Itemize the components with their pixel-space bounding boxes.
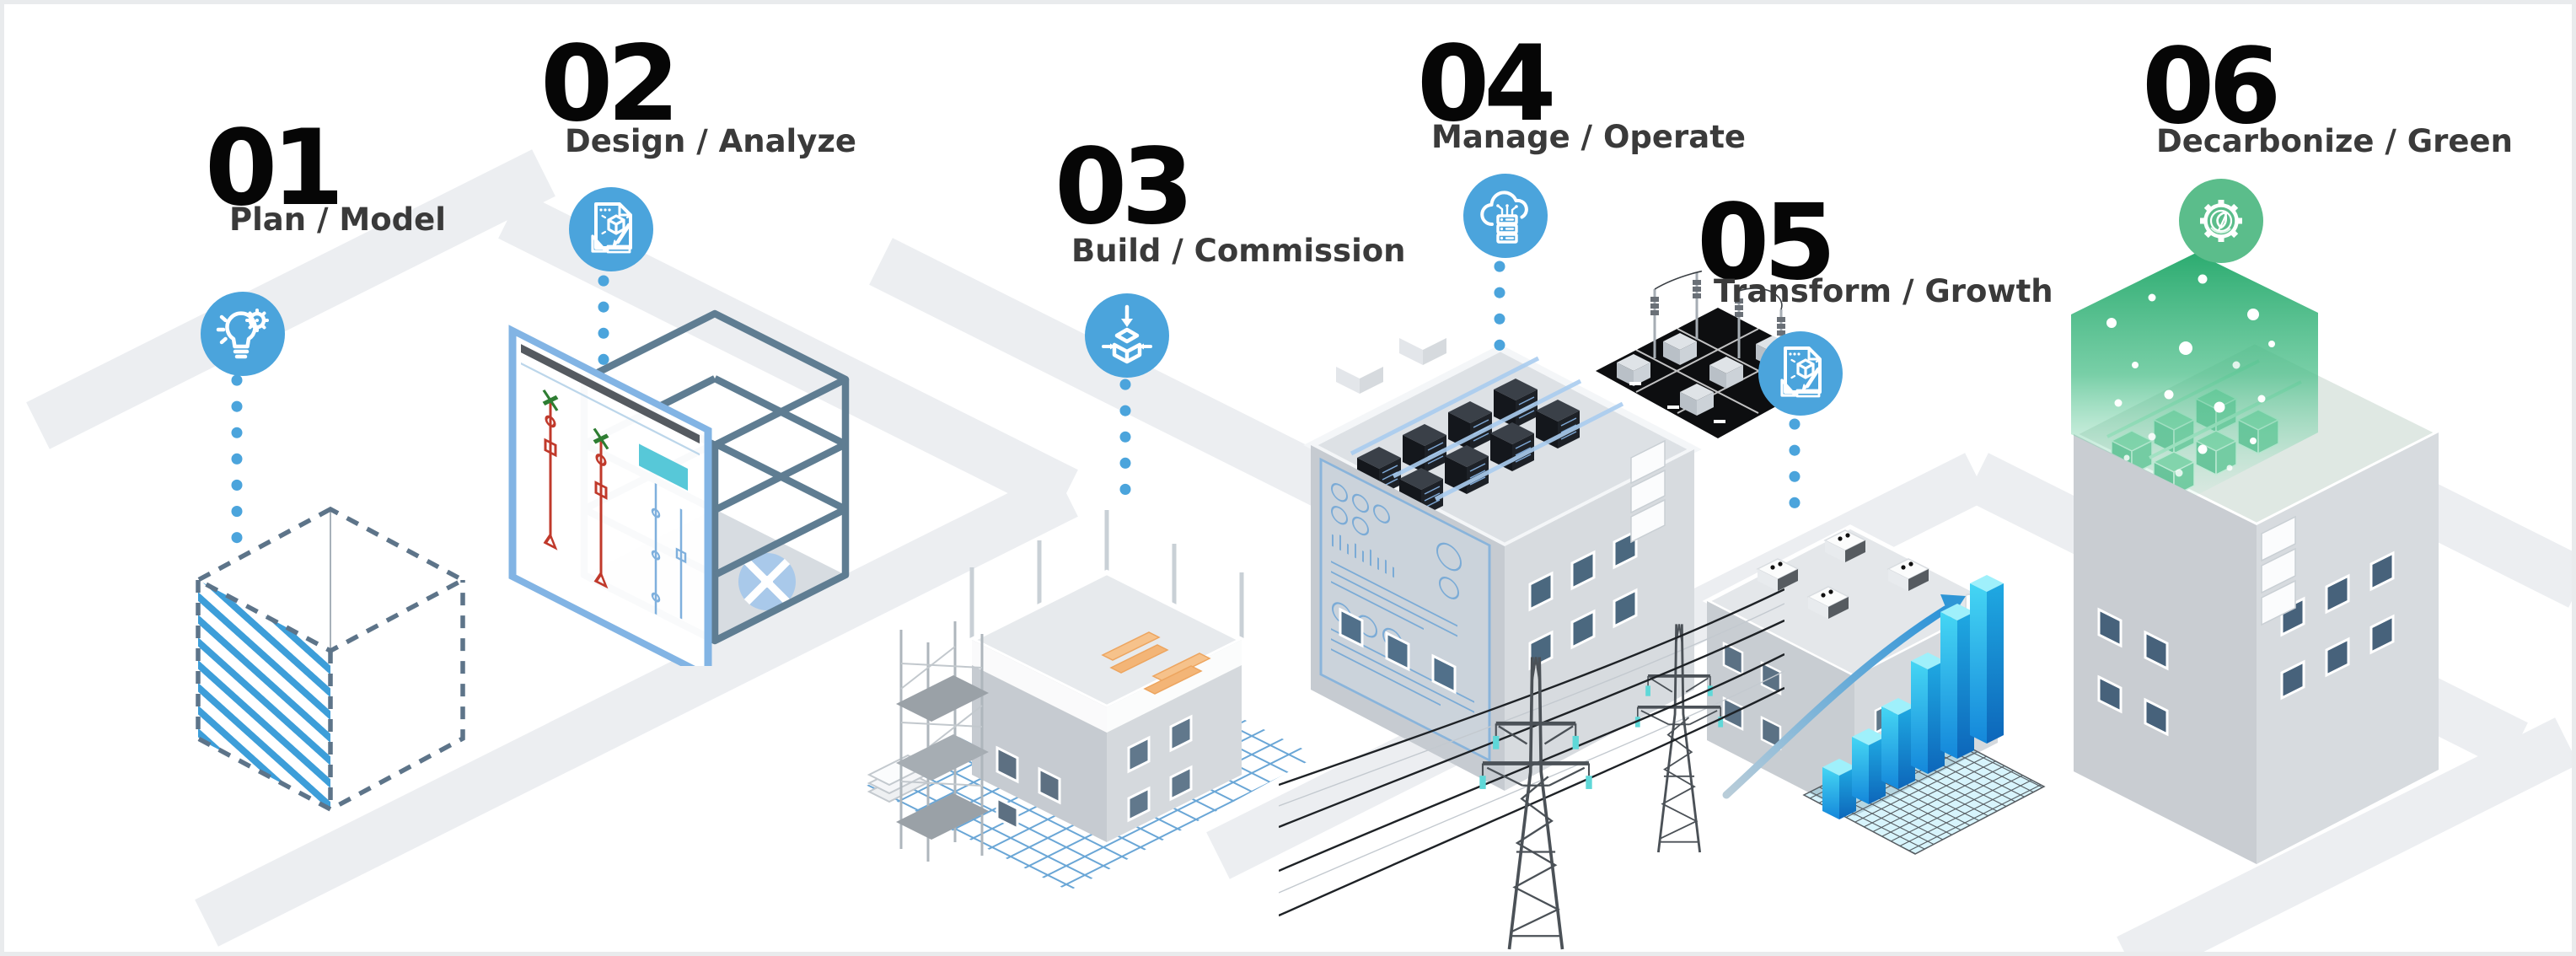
scaffolding bbox=[896, 621, 989, 862]
stage-number: 02 bbox=[540, 24, 680, 145]
stage-label: Build / Commission bbox=[1071, 233, 1406, 269]
server-racks bbox=[1350, 356, 1624, 517]
dotted-connector bbox=[1789, 418, 1801, 527]
stage-label: Decarbonize / Green bbox=[2156, 123, 2513, 159]
dotted-connector bbox=[1119, 379, 1131, 516]
stage-icon bbox=[1085, 293, 1169, 378]
cloud-server-icon bbox=[1463, 174, 1548, 258]
dashed-planning-cube bbox=[193, 506, 468, 813]
dotted-connector bbox=[598, 275, 609, 387]
stage-icon bbox=[2179, 179, 2263, 263]
stage-label: Plan / Model bbox=[229, 201, 446, 238]
module-placement-icon bbox=[1085, 293, 1169, 378]
single-line-diagram bbox=[543, 400, 609, 589]
lumber-planks bbox=[1101, 631, 1211, 695]
utility-boxes bbox=[1630, 439, 1666, 544]
gear-leaf-icon bbox=[2179, 179, 2263, 263]
bubbles bbox=[2106, 274, 2275, 477]
design-blueprint-icon bbox=[569, 187, 653, 271]
stage-icon bbox=[201, 292, 285, 376]
wireframe-building-with-schematic bbox=[508, 309, 850, 666]
design-blueprint-icon bbox=[1758, 331, 1843, 416]
schematic-panel bbox=[508, 325, 712, 666]
windows bbox=[1339, 529, 1638, 695]
rooftop-units bbox=[1336, 331, 1446, 394]
bar-chart-3d bbox=[1822, 575, 2004, 819]
stage-number: 06 bbox=[2142, 26, 2282, 148]
data-center-building bbox=[1303, 331, 1702, 791]
building-under-construction bbox=[966, 569, 1248, 842]
power-cables bbox=[1279, 588, 1784, 917]
stage-icon bbox=[1463, 174, 1548, 258]
stage-number: 04 bbox=[1417, 24, 1557, 145]
rooftop-hvac-units bbox=[1756, 529, 1930, 619]
construction-site-on-grid bbox=[867, 510, 1318, 891]
dotted-connector bbox=[1494, 260, 1505, 369]
building-with-growth-chart bbox=[1702, 524, 2046, 855]
stage-label: Transform / Growth bbox=[1714, 273, 2053, 309]
transmission-towers bbox=[1279, 588, 1784, 956]
stage-icon bbox=[1758, 331, 1843, 416]
transformer-units bbox=[1617, 333, 1790, 416]
utility-boxes bbox=[2261, 515, 2296, 626]
growth-arrow bbox=[1722, 605, 1950, 799]
stage-icon bbox=[569, 187, 653, 271]
stage-label: Design / Analyze bbox=[565, 123, 856, 159]
windows bbox=[2097, 551, 2395, 737]
stage-number: 03 bbox=[1055, 126, 1194, 248]
dotted-connector bbox=[231, 374, 243, 560]
stage-number: 01 bbox=[205, 108, 345, 229]
stage-number: 05 bbox=[1697, 182, 1837, 303]
stage-label: Manage / Operate bbox=[1431, 119, 1746, 155]
fan-symbol bbox=[738, 553, 796, 610]
green-energy-building bbox=[2068, 253, 2445, 864]
lightbulb-gear-icon bbox=[201, 292, 285, 376]
